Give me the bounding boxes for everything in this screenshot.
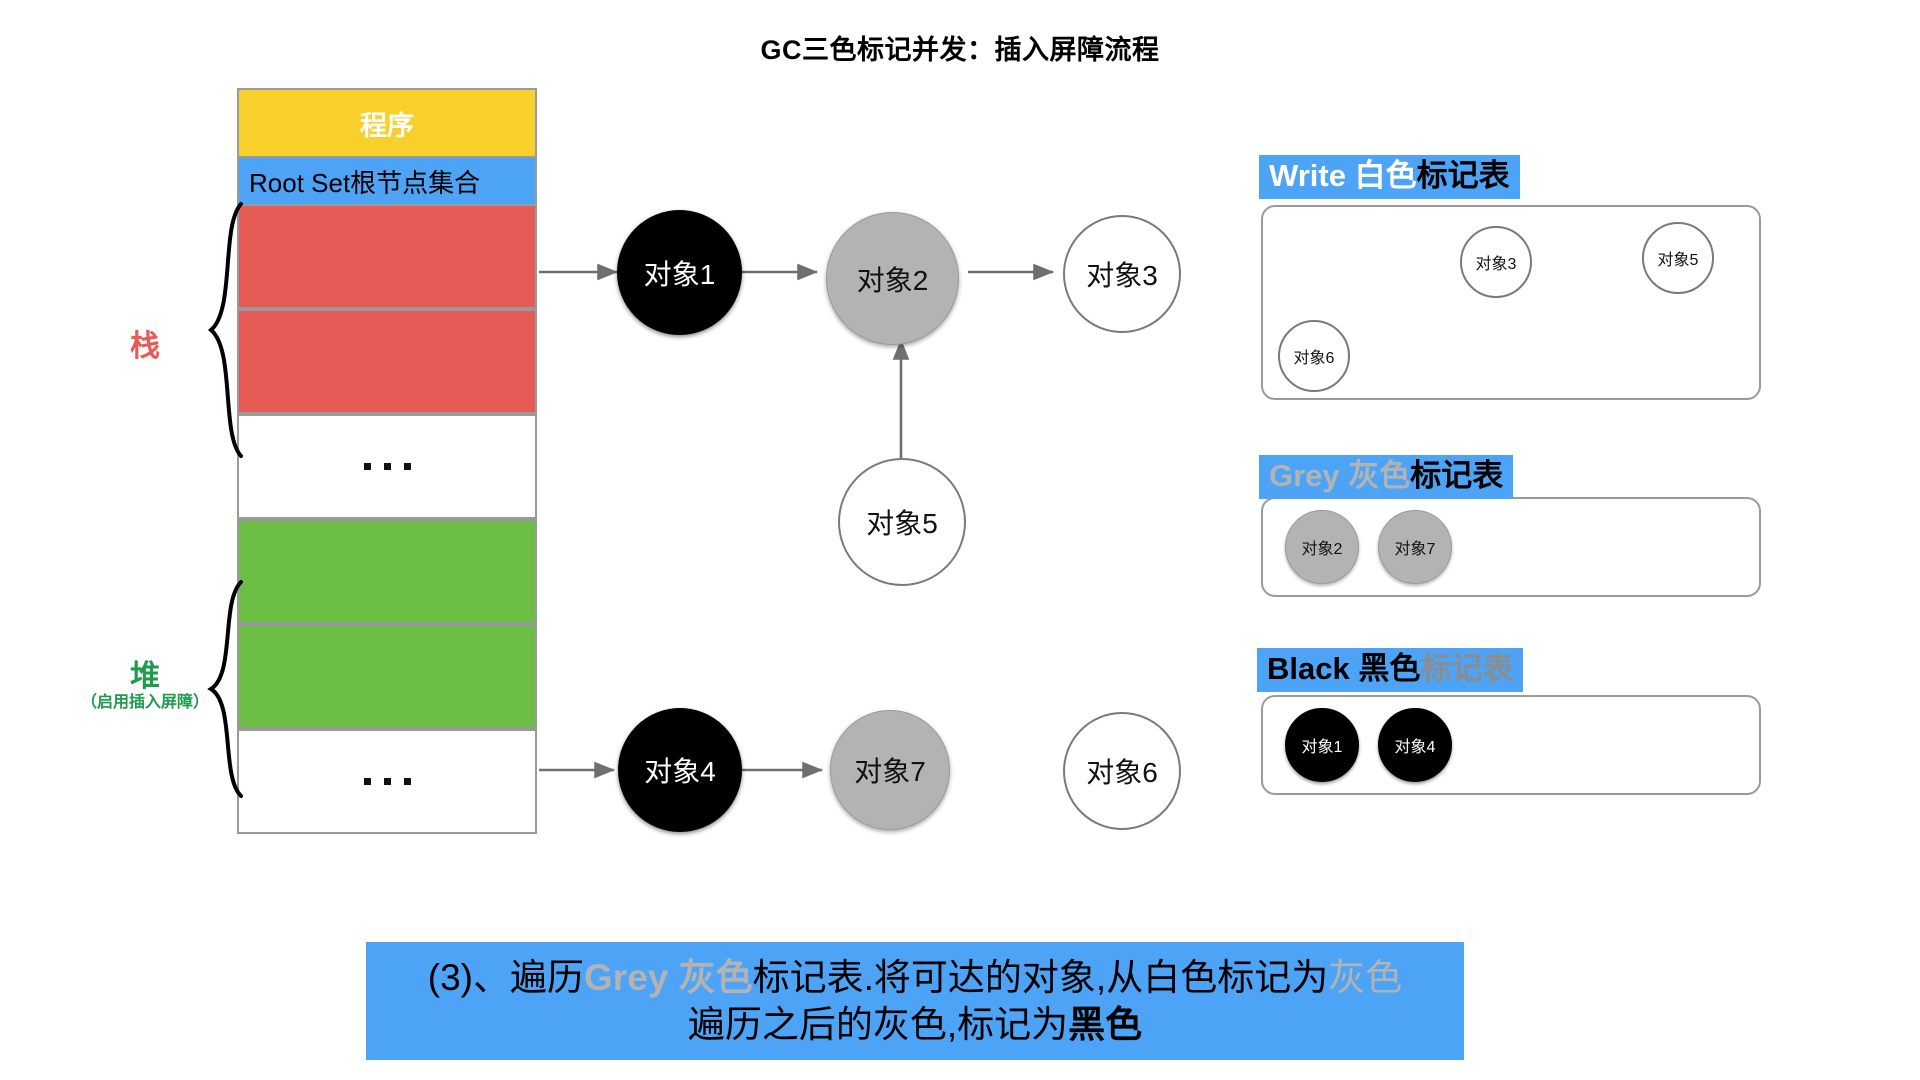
graph-node-obj5[interactable]: 对象5 — [838, 458, 966, 586]
graph-node-label: 对象1 — [643, 258, 716, 290]
stack-label-main: 栈 — [130, 330, 160, 363]
caption-line1-grey2: 灰色 — [1328, 956, 1403, 998]
caption-line-2: 遍历之后的灰色,标记为黑色 — [688, 1001, 1142, 1048]
memory-cell-rootset: Root Set根节点集合 — [237, 158, 537, 204]
graph-node-label: 对象3 — [1086, 260, 1158, 291]
mark-chip-obj5[interactable]: 对象5 — [1642, 222, 1714, 294]
page-title: GC三色标记并发：插入屏障流程 — [760, 35, 1160, 65]
caption-banner: (3)、遍历Grey 灰色标记表.将可达的对象,从白色标记为灰色 遍历之后的灰色… — [366, 942, 1464, 1060]
rootset-label: Root Set根节点集合 — [249, 167, 481, 198]
caption-line2-a: 遍历之后的灰色,标记为 — [687, 1004, 1069, 1045]
mark-chip-obj3[interactable]: 对象3 — [1460, 226, 1532, 298]
heap-label: 堆 （启用插入屏障） — [40, 660, 250, 712]
mark-table-white-title-plain: 标记表 — [1416, 158, 1510, 193]
mark-table-black-title-plain: 标记表 — [1420, 651, 1514, 686]
graph-node-obj7[interactable]: 对象7 — [830, 710, 950, 830]
graph-node-obj6[interactable]: 对象6 — [1063, 712, 1181, 830]
memory-column: 程序 Root Set根节点集合 — [237, 88, 537, 834]
stack-label: 栈 — [85, 330, 205, 363]
heap-brace-icon — [207, 580, 243, 798]
graph-node-label: 对象7 — [854, 756, 926, 787]
mark-chip-obj2[interactable]: 对象2 — [1285, 510, 1359, 584]
memory-cell-stack-1 — [237, 204, 537, 309]
memory-cell-heap-2 — [237, 624, 537, 729]
caption-line1-b: 标记表.将可达的对象,从白色标记为 — [752, 956, 1329, 998]
graph-node-obj1[interactable]: 对象1 — [617, 210, 742, 335]
graph-node-label: 对象5 — [866, 508, 938, 539]
ellipsis-icon — [363, 463, 411, 470]
mark-table-black-title: Black 黑色标记表 — [1257, 648, 1524, 692]
mark-table-grey-title-en: Grey — [1269, 458, 1340, 493]
mark-chip-obj1[interactable]: 对象1 — [1285, 708, 1359, 782]
memory-cell-heap-ellipsis — [237, 729, 537, 834]
mark-chip-obj7[interactable]: 对象7 — [1378, 510, 1452, 584]
mark-chip-label: 对象6 — [1293, 350, 1335, 367]
graph-node-obj4[interactable]: 对象4 — [618, 708, 742, 832]
mark-table-grey-title-cn: 灰色 — [1339, 458, 1411, 493]
graph-node-obj2[interactable]: 对象2 — [826, 212, 959, 345]
memory-cell-heap-1 — [237, 519, 537, 624]
mark-chip-label: 对象1 — [1301, 739, 1343, 756]
graph-node-label: 对象2 — [856, 264, 929, 296]
mark-table-white-title: Write 白色标记表 — [1259, 155, 1520, 199]
mark-chip-label: 对象7 — [1394, 541, 1436, 558]
memory-cell-stack-ellipsis — [237, 414, 537, 519]
caption-line-1: (3)、遍历Grey 灰色标记表.将可达的对象,从白色标记为灰色 — [428, 954, 1402, 1001]
heap-label-main: 堆 — [130, 660, 160, 693]
mark-table-white-title-cn: 白色 — [1345, 158, 1417, 193]
stack-brace-icon — [207, 202, 243, 458]
mark-chip-label: 对象2 — [1301, 541, 1343, 558]
mark-chip-obj6[interactable]: 对象6 — [1278, 320, 1350, 392]
memory-cell-stack-2 — [237, 309, 537, 414]
caption-line2-bold: 黑色 — [1068, 1004, 1143, 1045]
memory-cell-program: 程序 — [237, 88, 537, 158]
ellipsis-icon — [363, 778, 411, 785]
mark-chip-label: 对象3 — [1475, 256, 1517, 273]
mark-chip-label: 对象4 — [1394, 739, 1436, 756]
graph-node-obj3[interactable]: 对象3 — [1063, 215, 1181, 333]
mark-table-black-title-en: Black — [1267, 651, 1350, 686]
mark-table-white-title-en: Write — [1269, 158, 1346, 193]
mark-chip-obj4[interactable]: 对象4 — [1378, 708, 1452, 782]
graph-node-label: 对象6 — [1086, 757, 1158, 788]
caption-line1-grey: Grey 灰色 — [584, 956, 753, 998]
mark-table-grey-title: Grey 灰色标记表 — [1259, 455, 1514, 499]
mark-chip-label: 对象5 — [1657, 252, 1699, 269]
mark-table-black-title-cn: 黑色 — [1349, 651, 1421, 686]
heap-label-sub: （启用插入屏障） — [80, 694, 209, 711]
caption-line1-a: (3)、遍历 — [427, 956, 585, 998]
mark-table-grey-title-plain: 标记表 — [1410, 458, 1504, 493]
program-label: 程序 — [360, 110, 414, 141]
graph-node-label: 对象4 — [644, 756, 716, 787]
